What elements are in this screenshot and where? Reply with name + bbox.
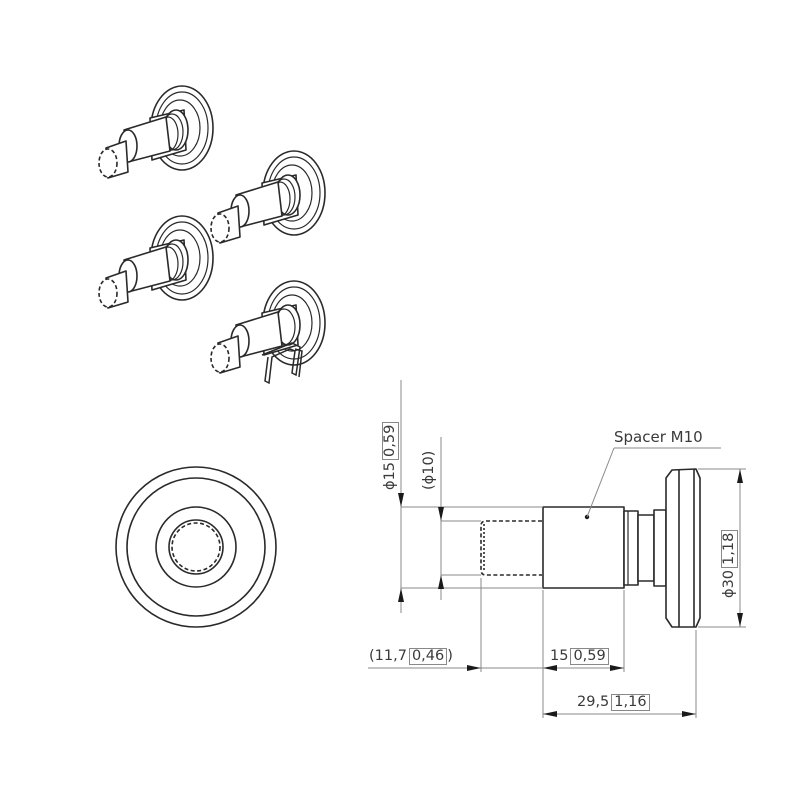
dimension-value: 15 xyxy=(550,648,569,664)
iso-view-spacer-3 xyxy=(98,215,214,309)
dimension-inch-value: 0,46 xyxy=(408,648,448,665)
end-view-circles xyxy=(115,466,277,628)
dimension-diameter-10-reference: (ϕ10) xyxy=(421,450,437,490)
iso-view-spacer-2 xyxy=(210,150,326,244)
dimension-value: ϕ30 xyxy=(721,569,737,598)
dimension-value: 29,5 xyxy=(577,694,610,710)
part-label-spacer-m10: Spacer M10 xyxy=(614,428,703,446)
iso-view-spacer-1 xyxy=(98,85,214,179)
dimension-inch-value: 0,59 xyxy=(382,421,399,460)
dimension-inch-value: 1,16 xyxy=(611,694,650,711)
dimension-lines xyxy=(368,380,746,718)
dimension-inch-value: 0,59 xyxy=(570,648,609,665)
dimension-value: ϕ15 xyxy=(382,461,398,490)
iso-view-spacer-4-with-clip xyxy=(210,280,326,385)
side-view-spacer xyxy=(480,468,701,628)
dimension-suffix: ) xyxy=(447,648,453,664)
dimension-diameter-30: ϕ301,18 xyxy=(721,529,738,598)
dimension-inch-value: 1,18 xyxy=(721,529,738,568)
dimension-value: (11,7 xyxy=(369,648,407,664)
dimension-diameter-15: ϕ150,59 xyxy=(382,421,399,490)
